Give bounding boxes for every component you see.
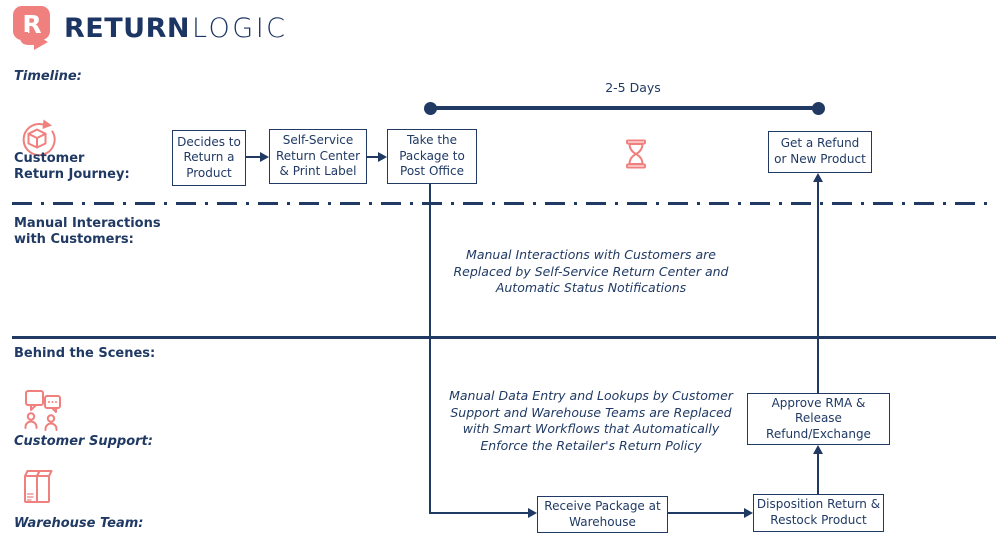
connector-decide-to-selfservice	[246, 156, 261, 158]
warehouse-box-icon	[18, 466, 58, 510]
arrowhead-approve	[813, 445, 823, 454]
step-decides-to-return: Decides to Return a Product	[172, 130, 246, 186]
connector-postoffice-down	[429, 184, 431, 514]
brand-wordmark-logic: LOGIC	[191, 13, 288, 44]
timeline-label: Timeline:	[14, 69, 82, 84]
connector-approve-to-refund	[817, 181, 819, 393]
step-approve-rma: Approve RMA & Release Refund/Exchange	[747, 393, 890, 445]
hourglass-icon	[624, 139, 648, 169]
customer-journey-label: Customer Return Journey:	[14, 151, 130, 182]
arrowhead-postoffice	[378, 152, 387, 162]
divider-dashdot	[12, 202, 993, 205]
step-self-service-return: Self-Service Return Center & Print Label	[269, 129, 367, 184]
svg-text:R: R	[22, 10, 41, 39]
timeline-bar	[430, 106, 819, 110]
returnlogic-logo-icon: R	[12, 5, 54, 51]
connector-receive-to-disposition	[668, 512, 745, 514]
connector-elbow-to-receive	[429, 512, 529, 514]
manual-interactions-label: Manual Interactions with Customers:	[14, 216, 161, 247]
arrowhead-disposition	[744, 508, 753, 518]
connector-selfservice-to-postoffice	[367, 156, 379, 158]
arrowhead-receive	[528, 508, 537, 518]
warehouse-team-label: Warehouse Team:	[14, 516, 144, 531]
step-take-package-post-office: Take the Package to Post Office	[387, 129, 477, 184]
return-package-icon	[16, 116, 60, 160]
step-disposition-return: Disposition Return & Restock Product	[753, 494, 884, 532]
timeline-start-dot	[424, 102, 437, 115]
brand-wordmark: RETURNLOGIC	[64, 13, 288, 45]
arrowhead-selfservice	[260, 152, 269, 162]
step-get-refund: Get a Refund or New Product	[768, 131, 872, 173]
brand-wordmark-return: RETURN	[64, 13, 190, 44]
manual-interactions-annotation: Manual Interactions with Customers are R…	[453, 247, 729, 295]
support-chat-icon	[20, 388, 66, 432]
customer-support-label: Customer Support:	[14, 434, 153, 449]
behind-the-scenes-label: Behind the Scenes:	[14, 346, 156, 361]
timeline-end-dot	[812, 102, 825, 115]
step-receive-package: Receive Package at Warehouse	[537, 496, 668, 533]
customer-support-annotation: Manual Data Entry and Lookups by Custome…	[449, 388, 733, 453]
connector-disposition-to-approve	[817, 453, 819, 494]
timeline-duration: 2-5 Days	[605, 80, 661, 95]
divider-solid	[12, 336, 996, 339]
arrowhead-refund	[813, 173, 823, 182]
